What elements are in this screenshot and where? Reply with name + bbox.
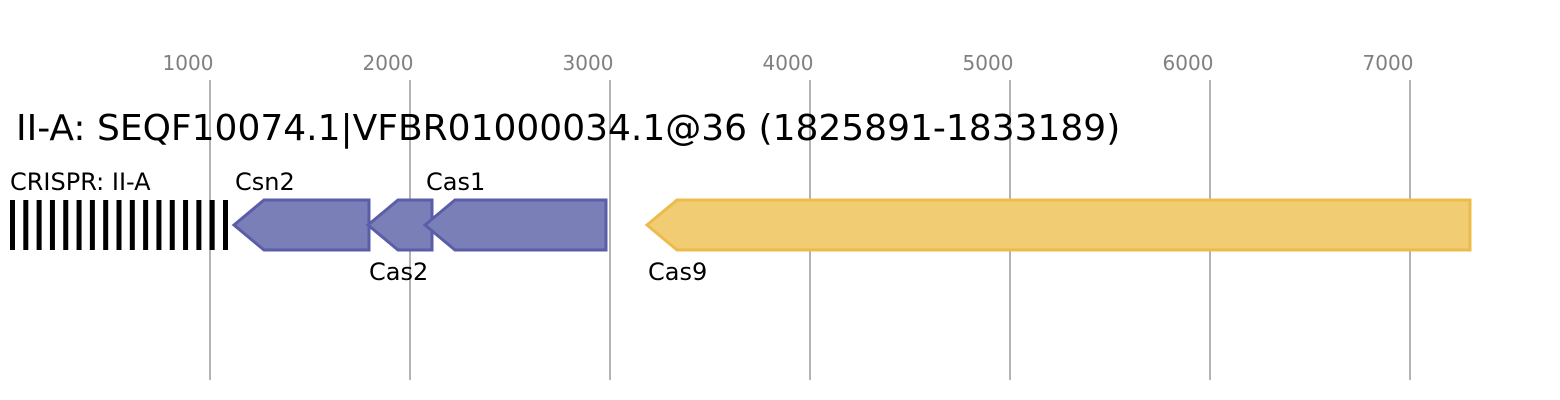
tick-label-5000: 5000	[963, 51, 1014, 75]
crispr-repeat	[129, 200, 135, 250]
crispr-repeat	[156, 200, 162, 250]
tick-label-4000: 4000	[763, 51, 814, 75]
crispr-repeat	[89, 200, 95, 250]
tick-label-1000: 1000	[163, 51, 214, 75]
crispr-repeat	[143, 200, 149, 250]
gene-cas1-arrow	[422, 198, 608, 252]
gene-cas9-label: Cas9	[648, 258, 707, 286]
tick-label-6000: 6000	[1163, 51, 1214, 75]
gene-csn2-label: Csn2	[235, 168, 295, 196]
gene-cas9-arrow	[644, 198, 1472, 252]
crispr-repeat	[196, 200, 202, 250]
crispr-repeat	[103, 200, 109, 250]
crispr-repeat	[183, 200, 189, 250]
crispr-array-label: CRISPR: II-A	[10, 168, 151, 196]
tick-label-2000: 2000	[363, 51, 414, 75]
crispr-repeat	[10, 200, 15, 250]
axis-ticks: 1000 2000 3000 4000 5000 6000 7000	[163, 51, 1414, 75]
crispr-repeat	[76, 200, 82, 250]
gene-cas1-label: Cas1	[426, 168, 485, 196]
gene-cas2-label: Cas2	[369, 258, 428, 286]
crispr-repeat	[116, 200, 122, 250]
crispr-repeat	[209, 200, 215, 250]
gene-cas2-arrow	[365, 198, 434, 252]
tick-label-3000: 3000	[563, 51, 614, 75]
crispr-repeat	[49, 200, 55, 250]
crispr-repeat	[36, 200, 42, 250]
crispr-repeat	[23, 200, 29, 250]
crispr-array: CRISPR: II-A	[10, 168, 228, 250]
gene-csn2-arrow	[231, 198, 371, 252]
tick-label-7000: 7000	[1363, 51, 1414, 75]
crispr-repeat	[223, 200, 228, 250]
crispr-repeat	[169, 200, 175, 250]
diagram-title: II-A: SEQF10074.1|VFBR01000034.1@36 (182…	[16, 108, 1120, 149]
crispr-repeat	[63, 200, 69, 250]
